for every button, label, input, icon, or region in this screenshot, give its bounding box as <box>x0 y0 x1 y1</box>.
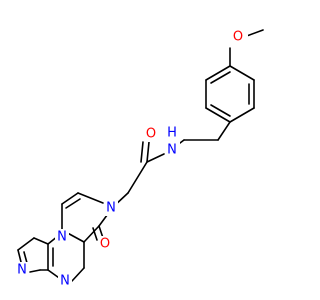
ketone-oxygen-label: O <box>100 237 110 252</box>
pyridone-nitrogen-label: N <box>106 201 116 216</box>
methoxy-oxygen-label: O <box>233 30 243 45</box>
tricyclic-core <box>17 192 114 282</box>
amide-oxygen-label: O <box>146 127 156 142</box>
bridgehead-nitrogen-label: N <box>57 230 67 245</box>
molecule-structure: O N H O N O N N N <box>15 29 264 289</box>
pyrimidine-nitrogen-label: N <box>60 274 70 289</box>
imidazole-nitrogen-label: N <box>17 263 27 278</box>
amide-hydrogen-label: H <box>167 126 177 141</box>
amide-nitrogen-label: N <box>167 143 177 158</box>
benzene-ring <box>205 65 255 123</box>
atom-labels: O N H O N O N N N <box>15 29 248 289</box>
